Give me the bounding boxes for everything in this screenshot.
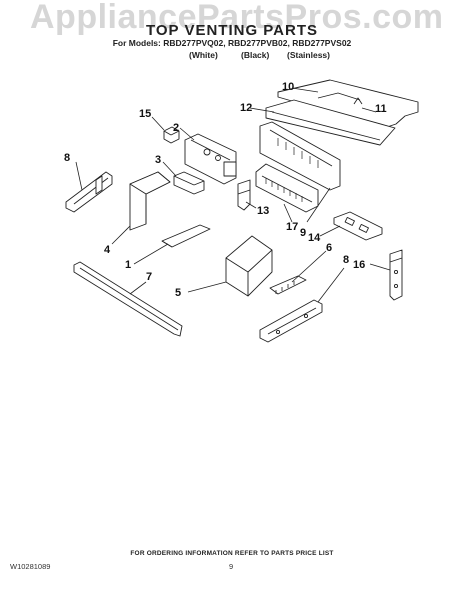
part-7-vent-trim	[73, 261, 183, 337]
variant-stainless: (Stainless)	[287, 50, 330, 60]
ordering-note: FOR ORDERING INFORMATION REFER TO PARTS …	[130, 550, 334, 557]
variant-black: (Black)	[241, 50, 270, 60]
callout-10: 10	[282, 81, 294, 93]
callout-6: 6	[326, 242, 332, 254]
leader-lines	[75, 87, 391, 303]
part-14-mounting-plate	[333, 211, 383, 241]
part-8-left-bracket	[65, 171, 113, 213]
part-15-clip	[163, 126, 180, 144]
callout-1: 1	[125, 259, 131, 271]
variant-white: (White)	[189, 50, 218, 60]
callout-11: 11	[375, 103, 387, 115]
model-list: For Models: RBD277PVQ02, RBD277PVB02, RB…	[112, 38, 352, 48]
callout-9: 9	[300, 227, 306, 239]
part-8-right-bracket	[259, 299, 323, 343]
part-13-bracket	[237, 179, 251, 211]
part-9-channel-bracket	[259, 121, 341, 191]
callout-13: 13	[257, 205, 269, 217]
callout-15: 15	[139, 108, 151, 120]
page-number: 9	[229, 562, 234, 571]
callout-3: 3	[155, 154, 161, 166]
document-part-number: W10281089	[10, 562, 51, 571]
part-12-vent-plate	[265, 99, 396, 146]
callout-8-right: 8	[343, 254, 349, 266]
callout-7: 7	[146, 271, 152, 283]
part-1-duct-strip	[161, 224, 211, 248]
callout-8-left: 8	[64, 152, 70, 164]
part-3-spacer	[173, 171, 205, 195]
callout-12: 12	[240, 102, 252, 114]
callout-4: 4	[104, 244, 111, 256]
callout-2: 2	[173, 122, 179, 134]
callout-5: 5	[175, 287, 181, 299]
callout-17: 17	[286, 221, 298, 233]
callout-16: 16	[353, 259, 365, 271]
page-title: TOP VENTING PARTS	[145, 22, 319, 39]
part-6-connector	[269, 275, 307, 295]
part-16-side-bracket	[389, 249, 403, 301]
part-2-motor-assembly	[184, 133, 237, 185]
callout-14: 14	[308, 232, 321, 244]
part-5-duct-bracket	[225, 235, 273, 297]
part-4-deflector	[129, 171, 171, 231]
